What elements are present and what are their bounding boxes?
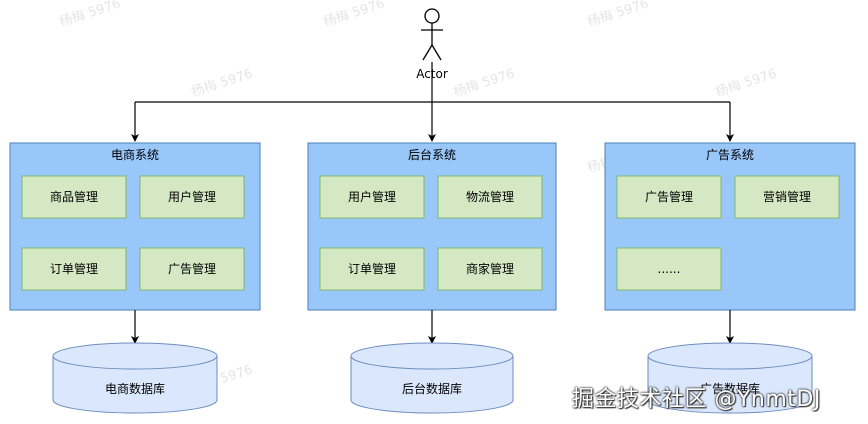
actor-right-leg [431,44,442,61]
database-backend: 后台数据库 [350,342,514,414]
system-title: 广告系统 [706,148,754,162]
actor-left-leg [422,44,433,61]
actor-connectors [131,62,734,142]
system-title: 后台系统 [408,147,456,162]
module-box [319,247,425,291]
database-top [647,342,813,370]
system-advertising: 广告系统 广告管理 营销管理 ...... [604,142,856,311]
system-backend: 后台系统 用户管理 物流管理 订单管理 商家管理 [307,142,557,311]
database-top [52,342,218,370]
module-box [139,175,245,219]
module-label: 广告管理 [168,261,216,276]
system-box [604,142,856,311]
module-label: 商品管理 [50,189,98,204]
module-label: 商家管理 [466,261,514,276]
system-title: 电商系统 [111,147,159,162]
actor-head [424,8,440,24]
module-box [21,247,127,291]
module-label: ...... [658,262,681,276]
system-ecommerce: 电商系统 商品管理 用户管理 订单管理 广告管理 [9,142,261,311]
database-label: 电商数据库 [105,381,165,396]
module-box [139,247,245,291]
database-top [350,342,514,370]
database-label: 后台数据库 [402,381,462,396]
actor: Actor [416,8,448,81]
module-box [21,175,127,219]
module-box [319,175,425,219]
module-label: 广告管理 [645,189,693,204]
database-advertising: 广告数据库 [647,342,813,414]
module-box [437,175,543,219]
database-cylinder [350,356,514,414]
module-label: 订单管理 [348,261,396,276]
database-ecommerce: 电商数据库 [52,342,218,414]
db-connectors [131,310,734,344]
module-box [437,247,543,291]
module-box [616,175,722,219]
module-label: 物流管理 [466,189,514,204]
module-label: 用户管理 [348,189,396,204]
module-label: 营销管理 [763,189,811,204]
database-cylinder [52,356,218,414]
module-label: 用户管理 [168,189,216,204]
database-cylinder [647,356,813,414]
site-watermark: 掘金技术社区 @YnmtDJ [572,387,821,412]
module-box [616,247,722,291]
module-box [734,175,840,219]
database-label: 广告数据库 [700,381,760,396]
module-label: 订单管理 [50,261,98,276]
